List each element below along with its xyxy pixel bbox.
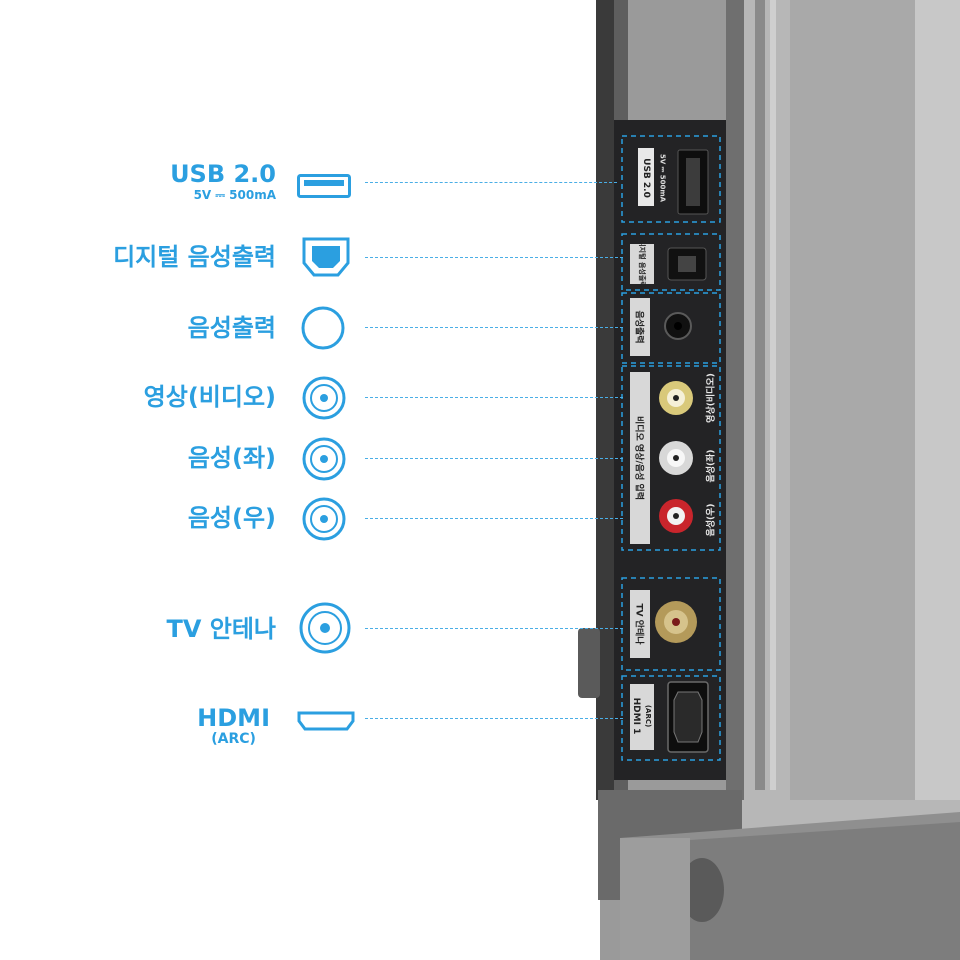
panel-audio-out-label: 음성출력 bbox=[633, 310, 644, 344]
connector-optical bbox=[365, 257, 623, 258]
panel-av-video-label: 영상(비디오) bbox=[706, 373, 717, 423]
connector-usb bbox=[365, 182, 617, 183]
label-antenna-title: TV 안테나 bbox=[166, 615, 276, 643]
label-hdmi: HDMI (ARC) bbox=[197, 704, 270, 746]
label-hdmi-title: HDMI bbox=[197, 704, 270, 732]
rca-audio-right-icon bbox=[302, 497, 346, 541]
connector-antenna bbox=[365, 628, 623, 629]
audio-jack-icon bbox=[301, 306, 345, 350]
label-hdmi-sub: (ARC) bbox=[211, 731, 256, 747]
connector-video bbox=[365, 397, 623, 398]
panel-optical-label: 디지털 음성출력 bbox=[638, 240, 646, 288]
label-audio-out: 음성출력 bbox=[188, 314, 276, 342]
label-video-title: 영상(비디오) bbox=[143, 383, 276, 411]
label-usb-title: USB 2.0 bbox=[170, 160, 276, 188]
panel-hdmi-sublabel: (ARC) bbox=[644, 704, 652, 728]
optical-port-icon bbox=[302, 237, 350, 277]
panel-hdmi-label: HDMI 1 bbox=[631, 697, 641, 735]
label-audio-out-title: 음성출력 bbox=[187, 314, 276, 342]
panel-usb-label: USB 2.0 bbox=[641, 158, 651, 198]
label-audio-right: 음성(우) bbox=[188, 504, 276, 532]
label-optical: 디지털 음성출력 bbox=[113, 243, 276, 271]
panel-usb-sublabel: 5V ⎓ 500mA bbox=[658, 153, 667, 203]
antenna-jack-icon bbox=[299, 602, 351, 654]
label-optical-title: 디지털 음성출력 bbox=[113, 243, 276, 271]
connector-audio-right bbox=[365, 518, 623, 519]
label-usb: USB 2.0 5V ⎓ 500mA bbox=[170, 160, 276, 202]
panel-av-in-label: 비디오 영상/음성 입력 bbox=[633, 415, 644, 501]
hdmi-port-icon bbox=[297, 711, 355, 731]
usb-port-icon bbox=[297, 174, 351, 198]
label-audio-left: 음성(좌) bbox=[188, 444, 276, 472]
rca-video-icon bbox=[302, 376, 346, 420]
label-audio-right-title: 음성(우) bbox=[187, 504, 276, 532]
connector-audio-left bbox=[365, 458, 623, 459]
label-usb-sub: 5V ⎓ 500mA bbox=[193, 188, 276, 202]
label-antenna: TV 안테나 bbox=[166, 615, 276, 643]
connector-audio-out bbox=[365, 327, 623, 328]
panel-av-right-label: 음성(우) bbox=[706, 503, 717, 537]
panel-av-left-label: 음성(좌) bbox=[706, 449, 717, 483]
connector-hdmi bbox=[365, 718, 623, 719]
label-audio-left-title: 음성(좌) bbox=[187, 444, 276, 472]
label-video: 영상(비디오) bbox=[144, 383, 276, 411]
rca-audio-left-icon bbox=[302, 437, 346, 481]
panel-antenna-label: TV 안테나 bbox=[633, 603, 644, 645]
